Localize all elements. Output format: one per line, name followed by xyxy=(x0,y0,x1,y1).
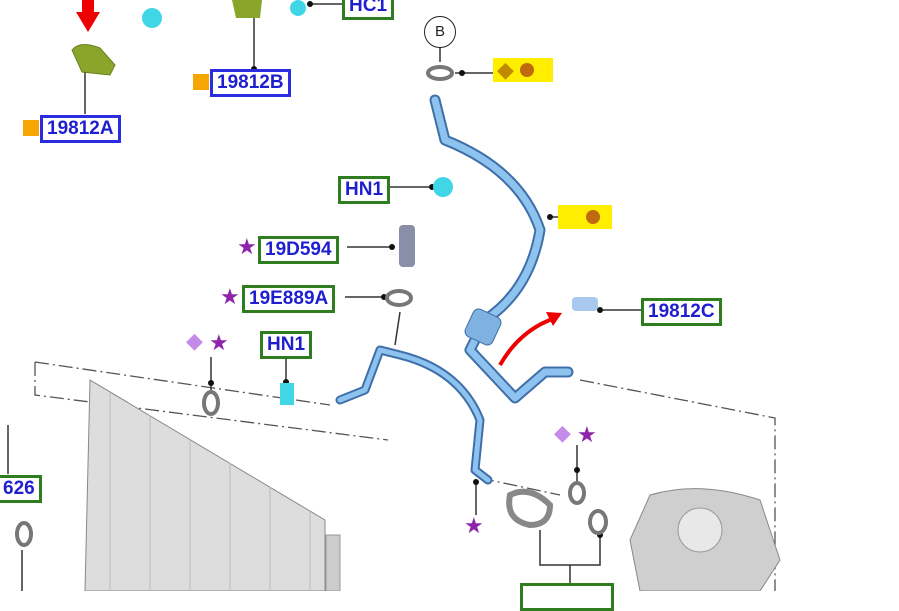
diamond-icon: ◆ xyxy=(186,328,203,353)
callout-19812c[interactable]: 19812C xyxy=(641,298,722,326)
star-icon: ★ xyxy=(220,284,240,309)
star-icon: ★ xyxy=(464,513,484,538)
callout-19812b[interactable]: 19812B xyxy=(210,69,291,97)
star-icon: ★ xyxy=(577,422,597,447)
callout-19812a[interactable]: 19812A xyxy=(40,115,121,143)
view-marker-b: B xyxy=(424,16,456,48)
callout-hn1-top[interactable]: HN1 xyxy=(338,176,391,204)
orange-square-icon xyxy=(23,120,39,136)
callout-bottom-clipped[interactable] xyxy=(520,583,614,611)
diamond-icon: ◆ xyxy=(554,420,571,445)
callout-626[interactable]: 626 xyxy=(0,475,42,503)
callout-19e889a[interactable]: 19E889A xyxy=(242,285,336,313)
highlight-marker xyxy=(558,205,612,229)
callout-19d594[interactable]: 19D594 xyxy=(258,236,339,264)
callout-hn1-lower[interactable]: HN1 xyxy=(260,331,313,359)
highlight-marker: ◆ xyxy=(493,58,553,82)
dot-icon xyxy=(520,63,534,77)
diamond-icon: ◆ xyxy=(497,57,514,82)
orange-square-icon xyxy=(193,74,209,90)
star-icon: ★ xyxy=(209,330,229,355)
dot-icon xyxy=(586,210,600,224)
star-icon: ★ xyxy=(237,234,257,259)
diagram-artwork xyxy=(7,0,781,591)
callout-hc1[interactable]: HC1 xyxy=(342,0,395,20)
